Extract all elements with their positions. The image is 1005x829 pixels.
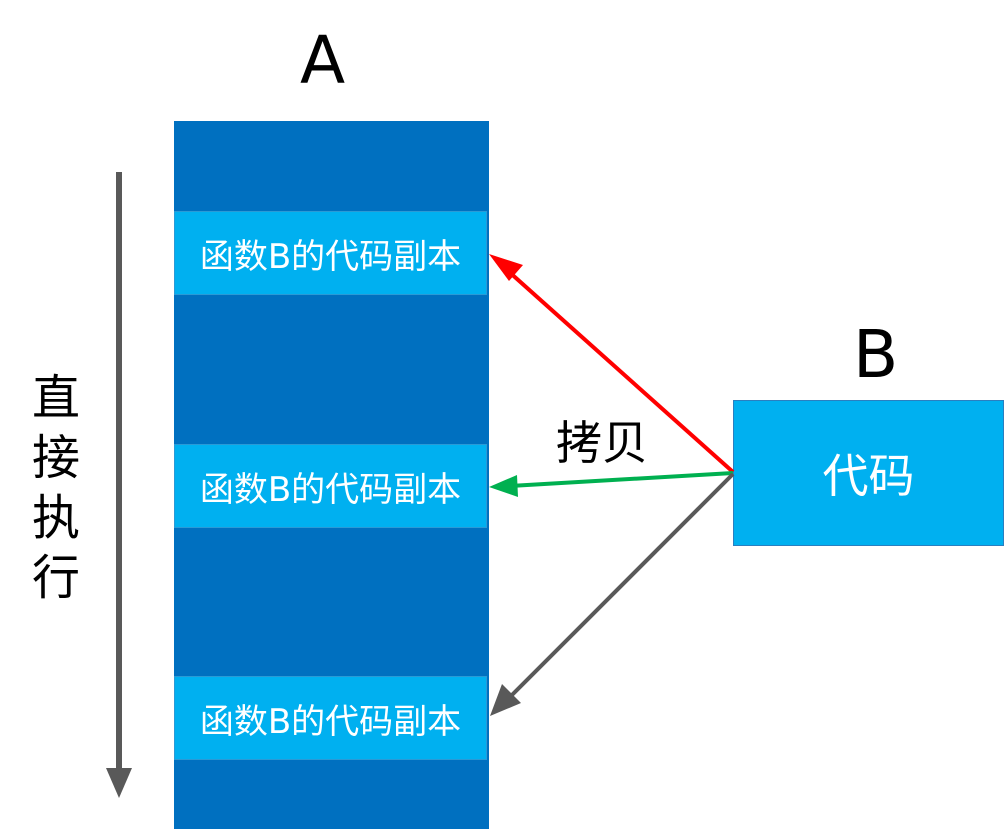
- execution-label-char-2: 接: [31, 430, 80, 486]
- code-copy-box-3: 函数B的代码副本: [174, 676, 487, 760]
- execution-arrow-head: [106, 768, 132, 798]
- function-b-title: B: [853, 316, 899, 393]
- copy-arrow-bottom-shaft: [505, 472, 735, 702]
- execution-label-char-3: 执: [31, 490, 80, 546]
- copy-arrow-middle-head: [489, 475, 518, 497]
- copy-label: 拷贝: [556, 416, 648, 470]
- copy-arrow-top-head: [489, 254, 523, 281]
- code-copy-box-1: 函数B的代码副本: [174, 211, 487, 295]
- code-copy-box-2: 函数B的代码副本: [174, 444, 487, 528]
- copy-arrow-bottom-head: [490, 684, 521, 716]
- copy-arrow-middle-shaft: [509, 471, 734, 488]
- execution-label-char-1: 直: [31, 370, 80, 426]
- function-a-title: A: [300, 22, 346, 99]
- execution-label: 直 接 执 行: [28, 368, 84, 608]
- copy-arrow-top-shaft: [505, 268, 735, 474]
- execution-label-char-4: 行: [31, 550, 80, 606]
- function-b-code-box: 代码: [733, 400, 1004, 546]
